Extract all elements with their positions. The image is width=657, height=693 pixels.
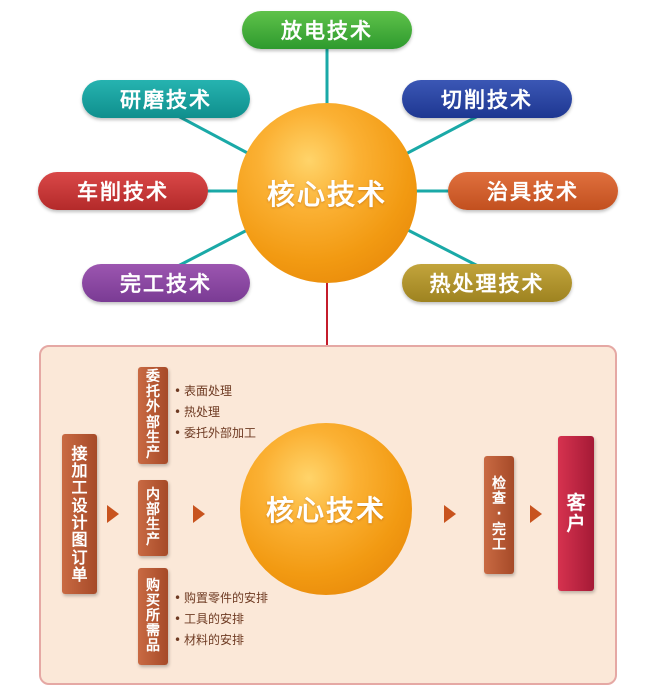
step-inspection: 检查 · 完工 [484, 456, 514, 574]
purchase-note: 购置零件的安排 [174, 588, 268, 609]
purchase-note: 材料的安排 [174, 630, 268, 651]
connector-heat [399, 224, 479, 268]
flow-arrow-1 [107, 505, 119, 523]
outsource-note: 委托外部加工 [174, 423, 256, 444]
step-outsource-label: 委托外部生产 [146, 369, 160, 461]
step-purchase-label: 购买所需品 [146, 577, 160, 655]
step-internal: 内部生产 [138, 480, 168, 556]
tech-discharge: 放电技术 [242, 11, 412, 49]
outsource-note: 热处理 [174, 402, 256, 423]
tech-grinding: 研磨技术 [82, 80, 250, 118]
step-inspection-part1: 检查 [492, 476, 506, 508]
outsource-note: 表面处理 [174, 381, 256, 402]
tech-cutting: 切削技术 [402, 80, 572, 118]
outsource-notes: 表面处理 热处理 委托外部加工 [174, 381, 256, 444]
flow-arrow-4 [530, 505, 542, 523]
connector-cutting [399, 114, 479, 159]
purchase-notes: 购置零件的安排 工具的安排 材料的安排 [174, 588, 268, 651]
purchase-note: 工具的安排 [174, 609, 268, 630]
step-order-label: 接加工设计图订单 [71, 443, 88, 584]
step-inspection-separator: · [496, 506, 502, 523]
flow-arrow-3 [444, 505, 456, 523]
core-label-bottom: 核心技术 [265, 494, 386, 527]
step-order: 接加工设计图订单 [62, 434, 97, 594]
core-label-top: 核心技术 [266, 178, 387, 211]
step-outsource: 委托外部生产 [138, 367, 168, 464]
step-inspection-part2: 完工 [492, 521, 506, 553]
tech-finishing: 完工技术 [82, 264, 250, 302]
connector-grinding [177, 114, 256, 159]
step-internal-label: 内部生产 [146, 486, 160, 549]
step-client: 客户 [558, 436, 594, 591]
process-panel [39, 345, 617, 685]
core-sphere-bottom: 核心技术 [240, 423, 412, 595]
tech-heat-treatment: 热处理技术 [402, 264, 572, 302]
tech-fixture: 治具技术 [448, 172, 618, 210]
step-client-label: 客户 [566, 491, 586, 535]
tech-turning: 车削技术 [38, 172, 208, 210]
core-sphere-top: 核心技术 [237, 103, 417, 283]
step-purchase: 购买所需品 [138, 568, 168, 665]
flow-arrow-2 [193, 505, 205, 523]
connector-finishing [177, 224, 256, 268]
